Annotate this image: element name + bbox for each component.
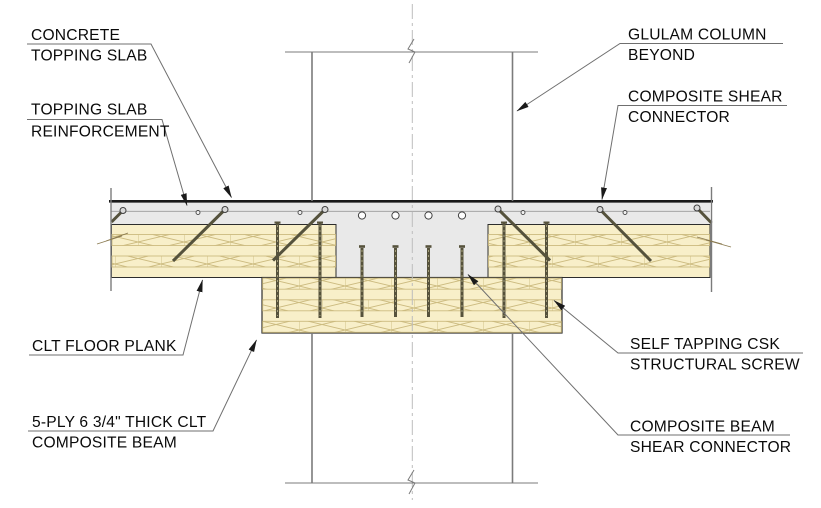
label-self-tapping-screw-1: SELF TAPPING CSK: [630, 336, 780, 353]
label-self-tapping-screw-2: STRUCTURAL SCREW: [630, 357, 800, 374]
label-glulam-column-beyond-1: GLULAM COLUMN: [628, 27, 767, 44]
screw-head: [221, 206, 229, 213]
rebar-section-dot: [297, 210, 303, 215]
annotations: CONCRETE TOPPING SLAB TOPPING SLAB REINF…: [31, 27, 800, 457]
label-composite-shear-connector-2: CONNECTOR: [628, 109, 730, 126]
structure-lines: [96, 38, 732, 495]
glulam-column-below: [285, 333, 538, 495]
leader-topping-slab-reinforcement: [27, 119, 188, 206]
leader-glulam-column-beyond: [516, 43, 783, 112]
rebar-section-dot: [622, 210, 628, 215]
beam-rebar-circle: [391, 211, 400, 220]
label-clt-composite-beam-2: COMPOSITE BEAM: [32, 435, 177, 452]
screw-head: [321, 206, 329, 213]
label-topping-slab-reinforcement-2: REINFORCEMENT: [31, 124, 170, 141]
label-concrete-topping-slab-1: CONCRETE: [31, 27, 120, 44]
topping-slab-reinforcement: [111, 210, 710, 220]
break-symbol-top: [407, 38, 416, 64]
label-composite-beam-shear-connector-1: COMPOSITE BEAM: [630, 419, 775, 436]
composite-shear-connector-screws: [110, 204, 713, 263]
leader-composite-beam-shear-connector: [467, 274, 790, 436]
label-composite-beam-shear-connector-2: SHEAR CONNECTOR: [630, 439, 791, 456]
plank-jog-mark-left: [96, 232, 129, 245]
leader-self-tapping-screw: [553, 300, 803, 354]
label-concrete-topping-slab-2: TOPPING SLAB: [31, 48, 148, 65]
label-composite-shear-connector-1: COMPOSITE SHEAR: [628, 89, 783, 106]
leader-clt-composite-beam: [28, 339, 257, 432]
break-symbol-bottom: [407, 469, 416, 495]
screw-head: [693, 204, 701, 212]
leader-composite-shear-connector: [601, 105, 787, 200]
beam-rebar-circle: [424, 211, 433, 220]
label-topping-slab-reinforcement-1: TOPPING SLAB: [31, 102, 148, 119]
clt-floor-plank-right: [487, 224, 711, 278]
rebar-section-dot: [520, 210, 526, 215]
glulam-column-above: [285, 38, 538, 201]
self-tapping-screws: [274, 221, 550, 318]
leader-lines: [27, 43, 803, 436]
beam-rebar-circle: [357, 211, 367, 220]
label-clt-floor-plank: CLT FLOOR PLANK: [32, 338, 177, 355]
leader-concrete-topping-slab: [27, 43, 232, 198]
plank-jog-mark-right: [696, 236, 732, 248]
leader-clt-floor-plank: [29, 279, 203, 356]
rebar-section-dot: [195, 210, 201, 215]
screw-head: [596, 206, 604, 213]
label-clt-composite-beam-1: 5-PLY 6 3/4" THICK CLT: [32, 414, 207, 431]
screw-head: [494, 205, 502, 213]
beam-rebar-circle: [457, 211, 467, 220]
label-glulam-column-beyond-2: BEYOND: [628, 47, 695, 64]
screw-head: [119, 207, 127, 214]
composite-beam-shear-connectors: [359, 245, 465, 317]
topping-slab-body: [111, 202, 710, 225]
